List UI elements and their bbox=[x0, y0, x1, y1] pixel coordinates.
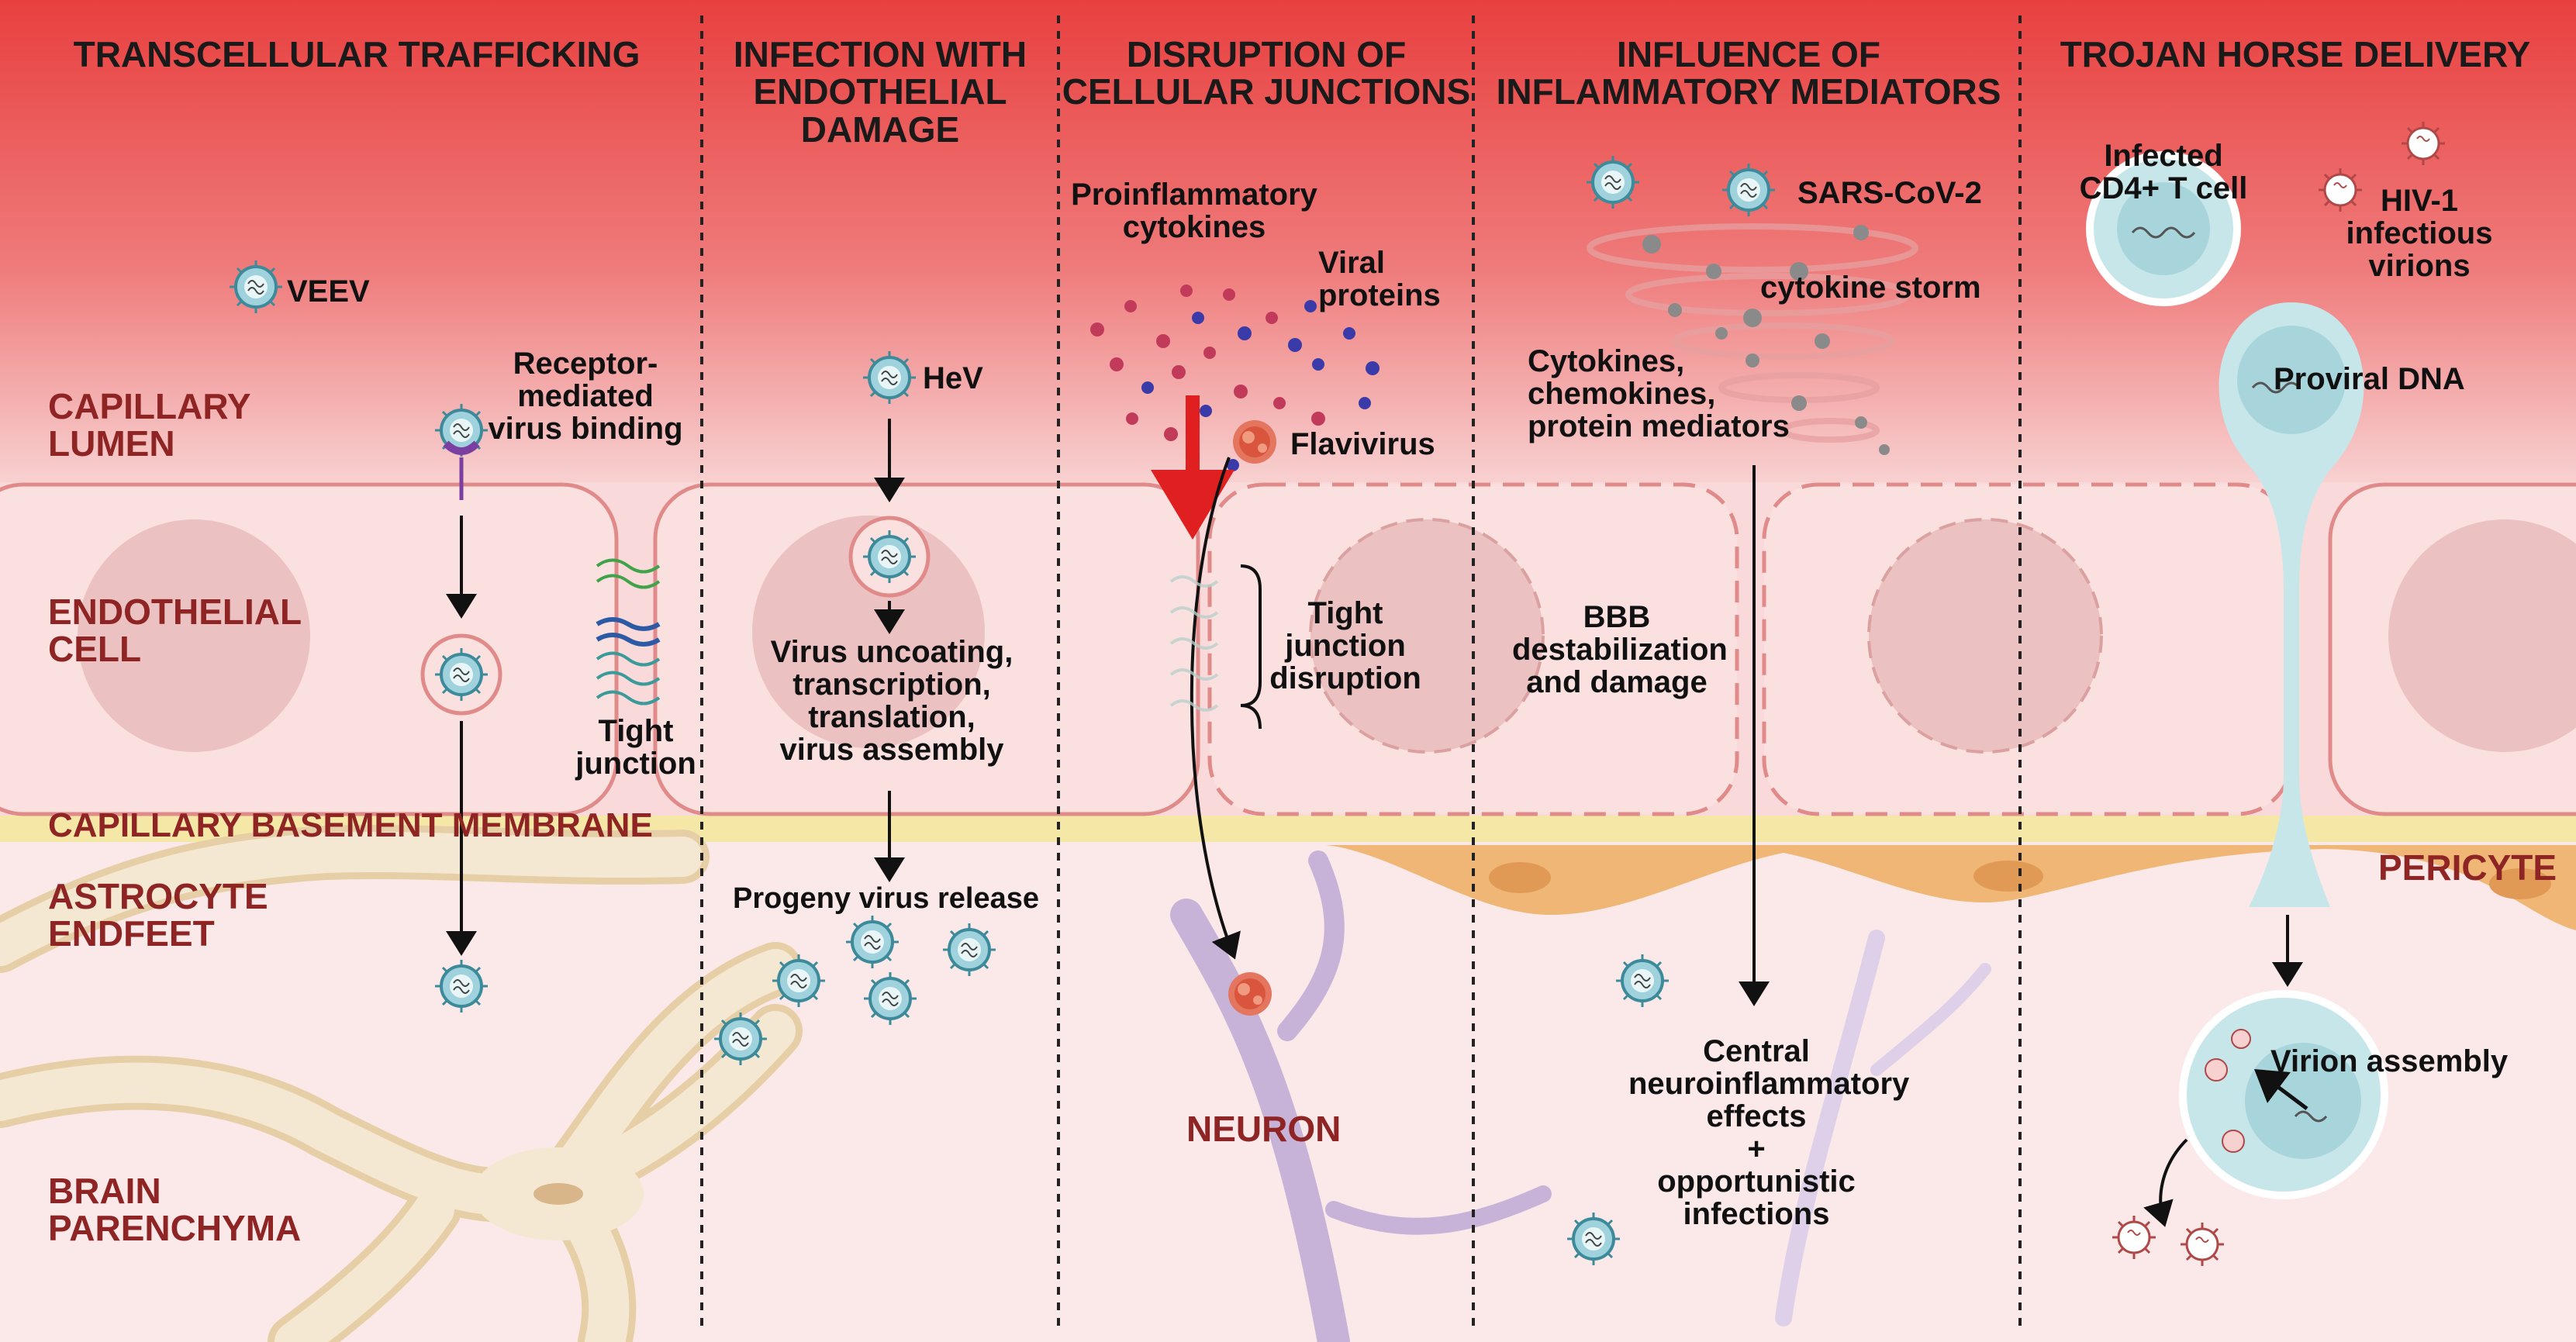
label-tight-junction: Tight junction bbox=[575, 714, 696, 781]
zone-pericyte: PERICYTE bbox=[2378, 847, 2557, 888]
zone-neuron: NEURON bbox=[1186, 1109, 1342, 1149]
header-infection: INFECTION WITH ENDOTHELIAL DAMAGE bbox=[733, 34, 1027, 150]
label-proviral-dna: Proviral DNA bbox=[2274, 362, 2465, 396]
virus-icon bbox=[1566, 1211, 1621, 1267]
flavivirus-icon bbox=[1228, 972, 1272, 1016]
virus-icon bbox=[1585, 154, 1641, 210]
nuclei bbox=[78, 516, 2576, 754]
label-receptor-binding: Receptor- mediated virus binding bbox=[488, 347, 683, 446]
nucleus bbox=[1867, 518, 2103, 754]
label-hiv-virions: HIV-1 infectious virions bbox=[2346, 184, 2493, 283]
tight-junction-icon bbox=[1169, 575, 1219, 712]
header-influence: INFLUENCE OF INFLAMMATORY MEDIATORS bbox=[1496, 34, 2001, 112]
flavivirus-icon bbox=[1233, 420, 1276, 464]
virus-icon bbox=[844, 914, 900, 970]
virus-icon bbox=[862, 971, 918, 1026]
label-cytokine-storm: cytokine storm bbox=[1760, 271, 1981, 305]
virus-icon bbox=[1721, 162, 1777, 218]
cytokine-storm-icon bbox=[1587, 223, 1918, 443]
neuron bbox=[1170, 850, 1991, 1342]
nucleus bbox=[1309, 518, 1545, 754]
label-tj-disruption: Tight junction disruption bbox=[1269, 596, 1421, 695]
zone-astrocyte-endfeet: ASTROCYTE ENDFEET bbox=[48, 876, 268, 954]
label-infected-cd4: Infected CD4+ T cell bbox=[2079, 139, 2248, 205]
nucleus bbox=[2388, 519, 2576, 752]
label-proinflammatory-cytokines: Proinflammatory cytokines bbox=[1071, 178, 1317, 244]
arrow bbox=[2143, 1138, 2188, 1227]
cytokine-dots bbox=[1090, 285, 1380, 471]
header-transcellular: TRANSCELLULAR TRAFFICKING bbox=[73, 34, 641, 74]
label-veev: VEEV bbox=[287, 274, 370, 309]
zone-capillary-lumen: CAPILLARY LUMEN bbox=[48, 386, 251, 464]
zone-endothelial-cell: ENDOTHELIAL CELL bbox=[48, 592, 302, 670]
label-flavivirus: Flavivirus bbox=[1290, 427, 1435, 461]
label-cytokines-chemokines: Cytokines, chemokines, protein mediators bbox=[1528, 344, 1790, 443]
label-hev: HeV bbox=[923, 361, 983, 395]
virus-icon bbox=[862, 529, 917, 585]
bracket bbox=[1240, 564, 1262, 730]
virus-icon bbox=[1614, 953, 1670, 1009]
label-progeny-release: Progeny virus release bbox=[733, 882, 1039, 915]
virus-icon bbox=[433, 647, 489, 702]
label-bbb-damage: BBB destabilization and damage bbox=[1512, 600, 1728, 699]
label-virion-assembly: Virion assembly bbox=[2270, 1044, 2509, 1078]
section-dividers bbox=[700, 16, 2022, 1333]
label-sars-cov-2: SARS-CoV-2 bbox=[1797, 176, 1982, 210]
migrating-t-cell bbox=[2219, 302, 2364, 907]
hiv-virion-icon bbox=[2400, 120, 2447, 167]
label-viral-proteins: Viral proteins bbox=[1318, 246, 1441, 312]
nucleus bbox=[752, 516, 985, 748]
astrocyte-nucleus bbox=[534, 1183, 583, 1205]
hiv-virion-icon bbox=[2111, 1214, 2157, 1261]
header-trojan: TROJAN HORSE DELIVERY bbox=[2060, 34, 2531, 74]
virus-icon bbox=[228, 259, 284, 315]
nucleus bbox=[78, 519, 310, 752]
virus-icon bbox=[713, 1011, 768, 1067]
zone-basement-membrane: CAPILLARY BASEMENT MEMBRANE bbox=[48, 806, 653, 844]
tight-junction-icon bbox=[596, 558, 661, 705]
zone-brain-parenchyma: BRAIN PARENCHYMA bbox=[48, 1171, 302, 1249]
virus-icon bbox=[771, 953, 827, 1009]
virus-icon bbox=[941, 922, 997, 978]
pericyte-shape bbox=[1326, 845, 2576, 930]
arrow bbox=[2254, 1069, 2308, 1110]
virus-icon bbox=[862, 350, 917, 405]
virus-icon bbox=[433, 958, 489, 1014]
label-central-effects: Central neuroinflammatory effects + oppo… bbox=[1628, 1034, 1910, 1231]
hiv-virion-icon bbox=[2179, 1221, 2226, 1268]
label-virus-uncoating: Virus uncoating, transcription, translat… bbox=[770, 635, 1013, 767]
header-disruption: DISRUPTION OF CELLULAR JUNCTIONS bbox=[1062, 34, 1471, 112]
